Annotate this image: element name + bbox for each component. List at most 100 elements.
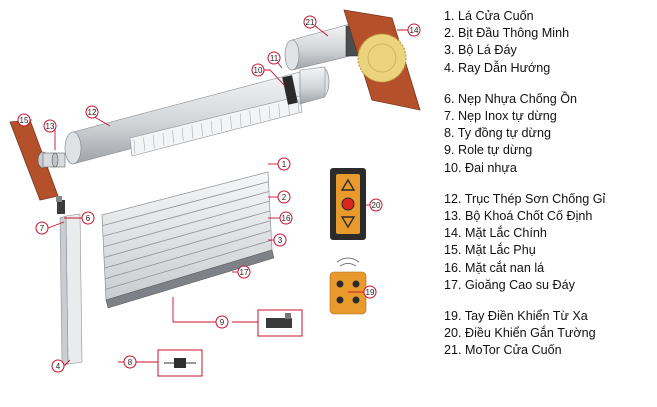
motor <box>284 23 361 71</box>
legend-item-number: 1. <box>444 9 455 23</box>
callout-13: 13 <box>43 119 57 133</box>
rail-tick <box>249 111 252 125</box>
legend-item: 1. Lá Cửa Cuốn <box>444 8 654 25</box>
legend-item: 9. Role tự dừng <box>444 142 654 159</box>
callout-21: 21 <box>303 15 317 29</box>
slat-line <box>102 191 270 237</box>
lock-pin-assembly <box>37 151 66 169</box>
rail-tick <box>278 103 280 117</box>
callout-19: 19 <box>363 285 377 299</box>
callout-14: 14 <box>407 23 421 37</box>
svg-text:21: 21 <box>306 18 315 27</box>
legend-item: 19. Tay Điền Khiển Từ Xa <box>444 308 654 325</box>
legend-item-number: 9. <box>444 143 455 158</box>
callout-15: 15 <box>17 113 31 127</box>
legend-item: 20. Điều Khiển Gắn Tường <box>444 325 654 342</box>
legend-item: 2. Bịt Đầu Thông Minh <box>444 25 654 42</box>
callout-17: 17 <box>237 265 251 279</box>
svg-text:14: 14 <box>410 26 419 35</box>
legend-item-number: 7. <box>444 109 455 124</box>
rail-tick <box>268 106 271 120</box>
legend-item: 17. Gioăng Cao su Đáy <box>444 277 654 294</box>
callout-16: 16 <box>279 211 293 225</box>
legend-item: 13. Bộ Khoá Chốt Cố Định <box>444 208 654 225</box>
callout-12: 12 <box>85 105 99 119</box>
svg-text:9: 9 <box>220 318 225 327</box>
svg-text:20: 20 <box>372 201 381 210</box>
svg-text:19: 19 <box>366 288 375 297</box>
legend-item-label: Lá Cửa Cuốn <box>458 9 534 23</box>
legend-item: 3. Bộ Lá Đáy <box>444 42 654 59</box>
rail-tick <box>153 135 155 149</box>
legend-item: 14. Mặt Lắc Chính <box>444 225 654 242</box>
svg-text:15: 15 <box>20 116 29 125</box>
callout-8: 8 <box>123 355 137 369</box>
svg-text:2: 2 <box>282 193 287 202</box>
svg-text:3: 3 <box>278 236 283 245</box>
callout-3: 3 <box>273 233 287 247</box>
rail-tick <box>201 123 203 137</box>
legend-item-label: Mặt Lắc Chính <box>465 226 547 241</box>
legend-item-number: 21. <box>444 343 462 358</box>
legend-item-label: Ty đồng tự dừng <box>457 126 551 141</box>
svg-text:8: 8 <box>128 358 133 367</box>
legend-item-label: Trục Thép Sơn Chống Gỉ <box>464 191 606 206</box>
legend-item: 4. Ray Dẫn Hướng <box>444 60 654 77</box>
legend-item: 16. Mặt cắt nan lá <box>444 260 654 277</box>
legend-item-label: Tay Điền Khiển Từ Xa <box>464 309 588 324</box>
legend-item-label: MoTor Cửa Cuốn <box>465 343 562 358</box>
rail-tick <box>259 108 261 122</box>
legend-item: 10. Đai nhựa <box>444 160 654 177</box>
legend-item-number: 19. <box>444 309 462 324</box>
slat-line <box>103 210 271 258</box>
legend-item-number: 3. <box>444 43 455 58</box>
legend-item-number: 16. <box>444 260 462 275</box>
legend-item: 6. Nẹp Nhựa Chống Ồn <box>444 91 654 108</box>
legend-item-number: 4. <box>444 60 455 75</box>
legend-item-number: 20. <box>444 326 462 341</box>
slat-line <box>104 230 272 280</box>
callout-11: 11 <box>267 51 281 65</box>
legend-item-number: 14. <box>444 226 462 241</box>
legend-item-number: 12. <box>444 191 462 206</box>
callout-4: 4 <box>51 359 65 373</box>
legend-item-label: Đai nhựa <box>465 160 517 175</box>
slat-line <box>104 220 271 269</box>
callout-7: 7 <box>35 221 49 235</box>
legend-item-label: Mặt Lắc Phụ <box>465 243 536 258</box>
slat-line <box>105 239 272 290</box>
legend-item-label: Role tự dừng <box>458 143 533 158</box>
legend-item-number: 6. <box>444 91 455 106</box>
svg-text:11: 11 <box>270 54 279 63</box>
rail-tick <box>220 118 223 132</box>
legend-item-label: Mặt cắt nan lá <box>465 260 545 275</box>
plastic-strap <box>282 66 330 105</box>
legend-item-label: Bộ Khoá Chốt Cố Định <box>465 209 593 224</box>
legend-item-number: 2. <box>444 26 455 41</box>
rail-tick <box>297 98 300 113</box>
legend-item-label: Điều Khiển Gắn Tường <box>465 326 596 341</box>
callout-9: 9 <box>215 315 229 329</box>
legend-item: 8. Ty đồng tự dừng <box>444 125 654 142</box>
main-side-plate <box>343 9 421 111</box>
wall-controller <box>330 168 366 240</box>
callout-6: 6 <box>81 211 95 225</box>
rail-tick <box>230 115 232 129</box>
svg-text:13: 13 <box>46 122 55 131</box>
slat-line <box>103 200 270 248</box>
guide-rail <box>56 196 83 367</box>
rail-tick <box>133 139 136 154</box>
rail-tick <box>162 132 165 146</box>
svg-text:7: 7 <box>40 224 45 233</box>
callout-1: 1 <box>277 157 291 171</box>
svg-text:10: 10 <box>254 66 263 75</box>
legend-item: 7. Nẹp Inox tự dừng <box>444 108 654 125</box>
legend-item-label: Gioăng Cao su Đáy <box>465 277 575 292</box>
legend-item: 21. MoTor Cửa Cuốn <box>444 342 654 359</box>
callout-20: 20 <box>369 198 383 212</box>
svg-text:12: 12 <box>88 108 97 117</box>
legend-item-number: 13. <box>444 209 462 224</box>
legend-gap <box>444 294 654 308</box>
